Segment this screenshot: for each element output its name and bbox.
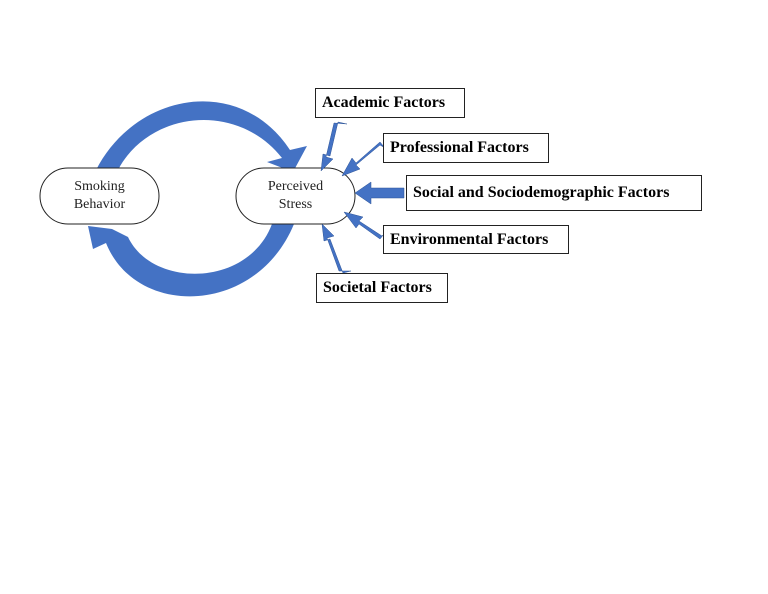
social-factor-arrow — [354, 181, 405, 205]
environmental-factors-box: Environmental Factors — [383, 225, 569, 254]
smoking-behavior-label: Smoking Behavior — [40, 178, 159, 214]
perceived-stress-node — [235, 167, 356, 225]
academic-factor-arrow — [320, 121, 348, 172]
cycle-arrow-bottom — [88, 224, 294, 297]
smoking-behavior-line2: Behavior — [73, 197, 126, 212]
smoking-behavior-line1: Smoking — [74, 179, 125, 194]
smoking-behavior-node — [39, 167, 160, 225]
professional-factor-arrow — [341, 141, 386, 177]
social-factors-box: Social and Sociodemographic Factors — [406, 175, 702, 211]
societal-factor-arrow — [321, 223, 352, 274]
perceived-stress-line2: Stress — [278, 197, 313, 212]
perceived-stress-label: Perceived Stress — [236, 178, 355, 214]
societal-factors-box: Societal Factors — [316, 273, 448, 303]
perceived-stress-line1: Perceived — [267, 179, 324, 194]
professional-factors-box: Professional Factors — [383, 133, 549, 163]
environmental-factor-arrow — [343, 211, 386, 240]
cycle-arrow-top — [96, 101, 307, 172]
academic-factors-box: Academic Factors — [315, 88, 465, 118]
